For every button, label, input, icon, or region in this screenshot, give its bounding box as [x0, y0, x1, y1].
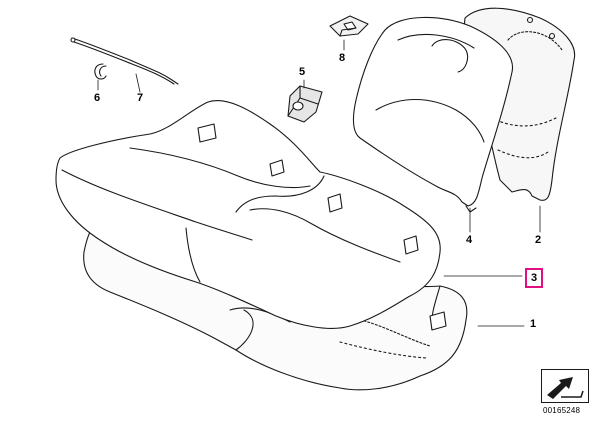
callout-7[interactable]: 7 — [137, 92, 144, 104]
part-5-latch[interactable] — [287, 85, 323, 123]
callout-2[interactable]: 2 — [535, 234, 542, 246]
callout-5[interactable]: 5 — [299, 66, 306, 78]
arrow-icon[interactable] — [541, 369, 589, 403]
part-3-seat-cushion[interactable] — [55, 100, 441, 329]
part-4-backrest-cushion[interactable] — [352, 16, 514, 213]
callout-6[interactable]: 6 — [94, 92, 101, 104]
part-7-wire[interactable] — [70, 37, 179, 85]
part-6-clip[interactable] — [94, 63, 107, 80]
callout-1[interactable]: 1 — [530, 318, 537, 330]
diagram-number: 00165248 — [543, 406, 581, 415]
leader-lines — [97, 39, 541, 327]
callout-3-selected[interactable]: 3 — [525, 268, 544, 288]
callout-8[interactable]: 8 — [339, 52, 346, 64]
part-8-bracket[interactable] — [329, 15, 369, 37]
callout-4[interactable]: 4 — [466, 234, 473, 246]
